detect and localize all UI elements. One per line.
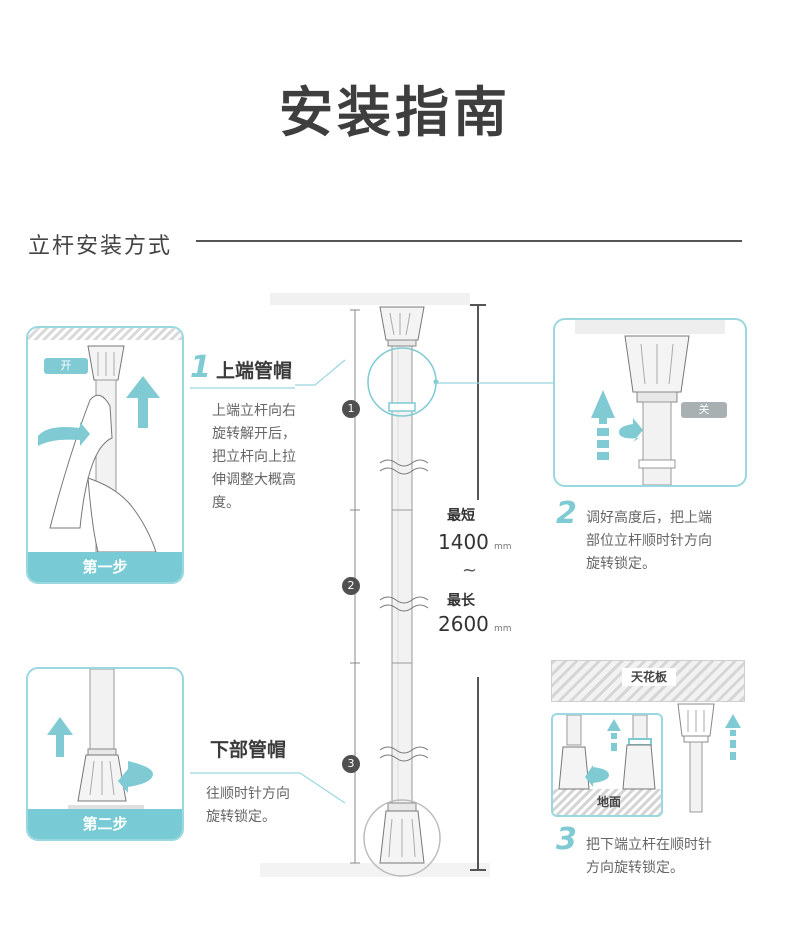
- step-top-description: 上端立杆向右 旋转解开后， 把立杆向上拉 伸调整大概高 度。: [212, 400, 296, 515]
- section-rule: [196, 240, 742, 242]
- step-top-line: 把立杆向上拉: [212, 449, 296, 465]
- floor-label: 地面: [596, 795, 621, 809]
- panel-step-two: 第二步: [26, 667, 184, 841]
- section-title: 立杆安装方式: [28, 234, 173, 259]
- step3-line: 把下端立杆在顺时针: [586, 837, 712, 853]
- step-bottom-line: 旋转锁定。: [206, 809, 276, 825]
- step-bottom-title: 下部管帽: [210, 739, 287, 761]
- max-length-label: 最长: [447, 593, 475, 609]
- panel-step-one: 开 第一步: [26, 326, 184, 584]
- range-tilde: ~: [462, 560, 478, 581]
- step3-line: 方向旋转锁定。: [586, 860, 684, 876]
- step-bottom-line: 往顺时针方向: [206, 786, 290, 802]
- max-length-value: 2600: [438, 612, 489, 636]
- min-length-unit: mm: [494, 542, 512, 552]
- step2-line: 旋转锁定。: [586, 556, 656, 572]
- step-top-line: 伸调整大概高: [212, 472, 296, 488]
- floor-lock-illustration: [553, 715, 661, 815]
- step3-number: 3: [556, 822, 577, 857]
- step3-description: 把下端立杆在顺时针 方向旋转锁定。: [586, 834, 712, 880]
- max-length-unit: mm: [494, 624, 512, 634]
- hand-twist-illustration: [28, 328, 182, 552]
- step-one-caption: 第一步: [28, 552, 182, 582]
- step-top-line: 旋转解开后，: [212, 426, 296, 442]
- ceiling-label: 天花板: [622, 668, 676, 686]
- step-bottom-description: 往顺时针方向 旋转锁定。: [206, 783, 290, 829]
- cap-detail-illustration: [677, 703, 741, 813]
- callout-lines: [190, 359, 553, 804]
- panel-lock-top: 关: [553, 318, 747, 487]
- step-two-caption: 第二步: [28, 809, 182, 839]
- page-title: 安装指南: [279, 81, 511, 144]
- panel-floor-lock: 地面: [551, 713, 663, 817]
- step-top-line: 度。: [212, 495, 240, 511]
- step-top-title: 上端管帽: [215, 360, 292, 382]
- step2-description: 调好高度后，把上端 部位立杆顺时针方向 旋转锁定。: [586, 507, 712, 576]
- step2-line: 调好高度后，把上端: [586, 510, 712, 526]
- min-length-label: 最短: [447, 508, 475, 524]
- segment-number-3: 3: [342, 755, 360, 773]
- close-tag: 关: [681, 402, 727, 418]
- segment-number-2: 2: [342, 577, 360, 595]
- segment-number-1: 1: [342, 400, 360, 418]
- step-top-heading: 1 上端管帽: [190, 350, 292, 385]
- bottom-cap-illustration: [47, 669, 153, 809]
- step-top-line: 上端立杆向右: [212, 403, 296, 419]
- open-tag: 开: [44, 358, 88, 374]
- min-length: 1400 mm: [438, 530, 512, 554]
- step2-number: 2: [556, 496, 577, 531]
- step-top-number: 1: [190, 350, 211, 385]
- min-length-value: 1400: [438, 530, 489, 554]
- pole-illustration: [260, 293, 490, 877]
- top-cap-lock-illustration: [575, 320, 725, 485]
- step2-line: 部位立杆顺时针方向: [586, 533, 712, 549]
- max-length: 2600 mm: [438, 612, 512, 636]
